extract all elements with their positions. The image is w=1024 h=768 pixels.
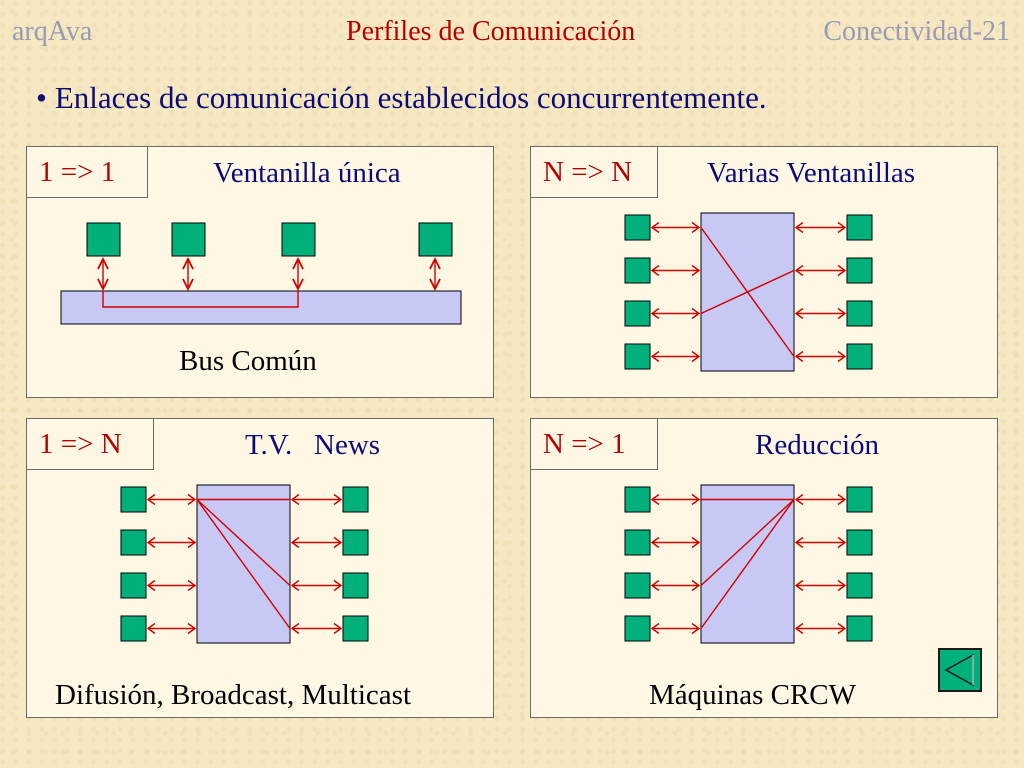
slide-number: Conectividad-21 xyxy=(823,16,1010,47)
input-link xyxy=(146,579,197,592)
panel-footer-one-to-one: Bus Común xyxy=(179,345,317,377)
input-node xyxy=(120,615,147,642)
output-link xyxy=(794,622,847,635)
back-button[interactable] xyxy=(938,648,982,692)
input-node xyxy=(624,214,651,241)
output-link xyxy=(794,307,847,320)
switch-diagram-n-to-one xyxy=(624,484,873,644)
output-link xyxy=(794,536,847,549)
output-link xyxy=(794,221,847,234)
output-link xyxy=(794,350,847,363)
input-node xyxy=(624,486,651,513)
output-link xyxy=(290,579,343,592)
internal-connections xyxy=(196,498,291,629)
input-link xyxy=(650,536,701,549)
output-node xyxy=(342,529,369,556)
panel-title-n-to-n: Varias Ventanillas xyxy=(707,157,916,189)
triangle-left-icon xyxy=(944,653,974,687)
output-node xyxy=(846,257,873,284)
node-1 xyxy=(86,222,121,257)
input-link xyxy=(650,307,701,320)
panel-tag-one-to-n: 1 => N xyxy=(26,418,154,470)
switch-diagram-one-to-n xyxy=(120,484,369,644)
output-link xyxy=(794,493,847,506)
output-link xyxy=(794,579,847,592)
node-3 xyxy=(281,222,316,257)
panel-title-one-to-n: T.V. News xyxy=(245,429,381,461)
panel-n-to-n: N => N Varias Ventanillas xyxy=(530,146,998,398)
output-link xyxy=(290,536,343,549)
output-link xyxy=(290,493,343,506)
bullet-point: •Enlaces de comunicación establecidos co… xyxy=(36,80,767,116)
input-node xyxy=(624,615,651,642)
input-node xyxy=(120,529,147,556)
input-node xyxy=(624,529,651,556)
input-node xyxy=(120,486,147,513)
input-link xyxy=(650,622,701,635)
output-node xyxy=(342,572,369,599)
node-2 xyxy=(171,222,206,257)
input-link xyxy=(650,493,701,506)
output-node xyxy=(846,572,873,599)
panel-tag-one-to-one: 1 => 1 xyxy=(26,146,148,198)
bus-path xyxy=(102,291,299,308)
output-node xyxy=(846,214,873,241)
output-link xyxy=(794,264,847,277)
output-node xyxy=(846,529,873,556)
bus-diagram xyxy=(60,222,462,325)
switch-diagram-n-to-n xyxy=(624,212,873,372)
input-link xyxy=(650,579,701,592)
panel-tag-n-to-n: N => N xyxy=(530,146,658,198)
panel-n-to-one: N => 1 Reducción Máquinas CRCW xyxy=(530,418,998,718)
panel-title-n-to-one: Reducción xyxy=(755,429,880,461)
input-link xyxy=(146,622,197,635)
output-link xyxy=(290,622,343,635)
internal-connections xyxy=(700,227,795,357)
output-node xyxy=(846,300,873,327)
input-node xyxy=(624,257,651,284)
input-link xyxy=(650,350,701,363)
panel-title-one-to-one: Ventanilla única xyxy=(213,157,401,189)
input-node xyxy=(624,300,651,327)
input-link xyxy=(650,264,701,277)
input-node xyxy=(624,572,651,599)
panel-footer-one-to-n: Difusión, Broadcast, Multicast xyxy=(55,679,412,711)
output-node xyxy=(342,615,369,642)
panel-one-to-n: 1 => N T.V. News Difusión, Broadcast, Mu… xyxy=(26,418,494,718)
input-node xyxy=(624,343,651,370)
input-link xyxy=(146,493,197,506)
slide-title: Perfiles de Comunicación xyxy=(346,16,636,47)
input-link xyxy=(650,221,701,234)
bullet-text: Enlaces de comunicación establecidos con… xyxy=(54,80,767,115)
input-link xyxy=(146,536,197,549)
panel-one-to-one: 1 => 1 Ventanilla única Bus Común xyxy=(26,146,494,398)
node-4 xyxy=(418,222,453,257)
panel-tag-n-to-one: N => 1 xyxy=(530,418,658,470)
input-node xyxy=(120,572,147,599)
switch-box xyxy=(700,212,795,372)
output-node xyxy=(846,486,873,513)
bullet-symbol: • xyxy=(36,80,47,115)
output-node xyxy=(846,615,873,642)
internal-connections xyxy=(700,498,795,629)
presenter-name: arqAva xyxy=(12,16,93,47)
panel-footer-n-to-one: Máquinas CRCW xyxy=(649,679,857,711)
output-node xyxy=(342,486,369,513)
output-node xyxy=(846,343,873,370)
